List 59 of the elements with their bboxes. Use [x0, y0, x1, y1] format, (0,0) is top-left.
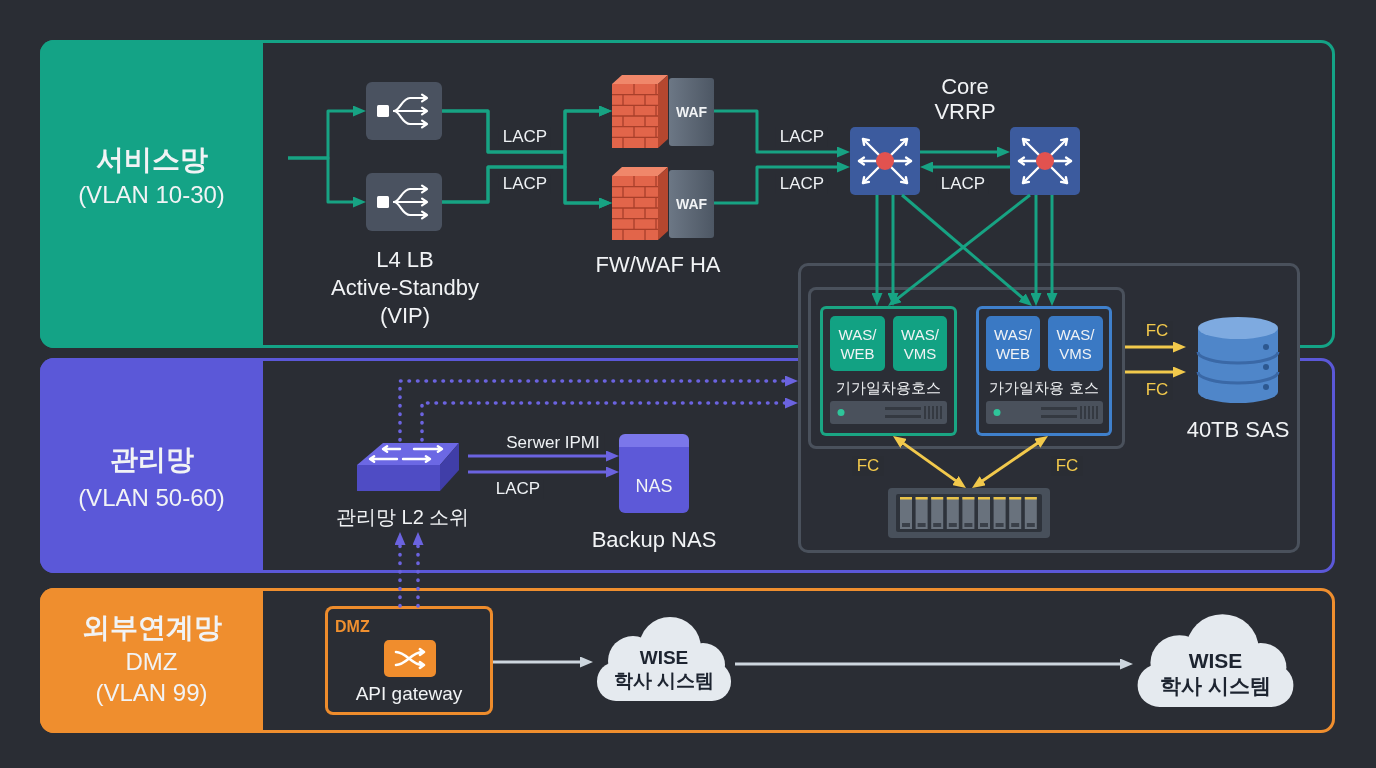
zone-subtitle: DMZ (VLAN 99): [94, 647, 209, 708]
dotted-arrow: [398, 375, 798, 442]
host-box: [820, 306, 957, 436]
arrow: [442, 165, 612, 209]
dotted-arrow: [394, 532, 406, 608]
zone-title: 관리망: [108, 443, 195, 477]
dotted-arrow: [412, 532, 424, 608]
group-caption: FW/WAF HA: [594, 251, 722, 279]
load-balancer-icon: [366, 82, 442, 140]
device-caption: 40TB SAS: [1186, 417, 1290, 443]
arrow: [871, 195, 883, 306]
server-cluster-frame: [798, 263, 1300, 553]
switch-icon: [850, 127, 920, 195]
cloud-label: WISE 학사 시스템: [613, 646, 715, 692]
host-box: [976, 306, 1112, 436]
double-arrow: [893, 435, 966, 489]
zone-band: [40, 358, 1335, 573]
zone-band: [40, 40, 1335, 348]
device-caption: 관리망 L2 소위: [336, 505, 468, 530]
gateway-label: API gateway: [354, 683, 464, 705]
gateway-box: [325, 606, 493, 715]
zone-title: 서비스망: [94, 143, 209, 177]
arrow: [714, 161, 850, 205]
waf-panel: WAF: [669, 170, 714, 238]
arrow: [493, 656, 593, 668]
arrow: [735, 658, 1133, 670]
service-tile: WAS/ VMS: [893, 316, 947, 371]
service-tile: WAS/ WEB: [830, 316, 885, 371]
switch-icon: [1010, 127, 1080, 195]
waf-panel: WAF: [669, 78, 714, 146]
arrow: [468, 466, 619, 478]
group-caption: Core VRRP: [933, 74, 997, 124]
service-tile: WAS/ WEB: [986, 316, 1040, 371]
arrow: [920, 161, 1010, 173]
dotted-arrow: [420, 397, 798, 442]
double-arrow: [972, 436, 1048, 488]
disk-array-icon: [888, 488, 1050, 538]
service-tile: WAS/ VMS: [1048, 316, 1103, 371]
zone-band: [40, 588, 1335, 733]
arrow: [1030, 195, 1042, 306]
arrow: [1125, 341, 1186, 353]
nas-label: NAS: [634, 475, 674, 497]
arrow: [714, 109, 850, 158]
zone-subtitle: (VLAN 10-30): [77, 180, 226, 210]
host-group-frame: [808, 287, 1125, 449]
arrow: [1125, 366, 1186, 378]
arrow: [1046, 195, 1058, 306]
device-caption: Backup NAS: [590, 527, 718, 553]
box-heading: DMZ: [335, 617, 370, 637]
zone-title: 외부연계망: [80, 611, 223, 645]
host-label: 기가일차용호스: [835, 379, 942, 397]
load-balancer-icon: [366, 173, 442, 231]
arrow: [288, 156, 366, 208]
cloud-label: WISE 학사 시스템: [1160, 648, 1271, 698]
arrow: [920, 146, 1010, 158]
group-caption: L4 LB Active-Standby (VIP): [330, 246, 480, 330]
zone-subtitle: (VLAN 50-60): [77, 483, 226, 513]
arrow: [468, 450, 619, 462]
host-label: 가가일차용 호스: [988, 379, 1100, 397]
